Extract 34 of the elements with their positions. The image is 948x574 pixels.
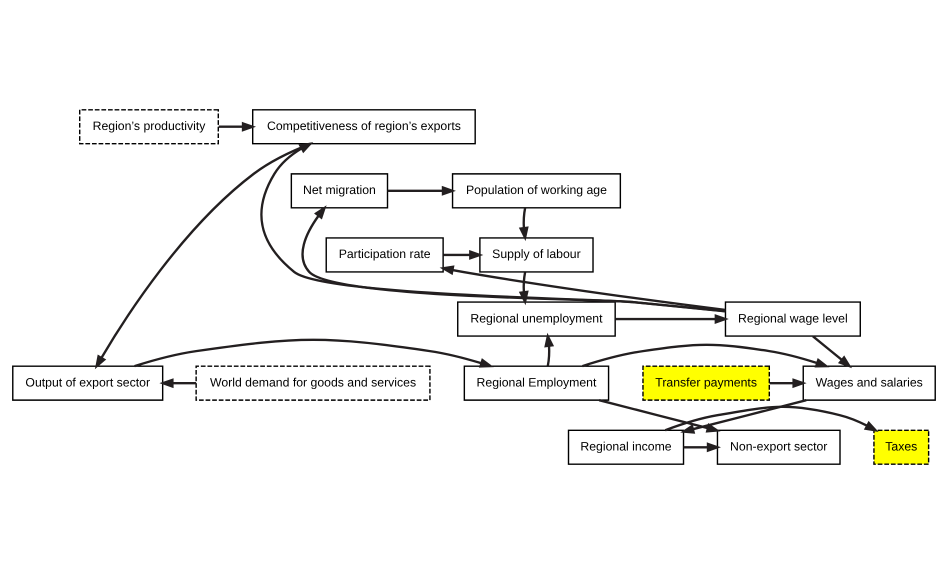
arrow bbox=[440, 265, 726, 312]
arrow bbox=[134, 338, 494, 368]
arrow bbox=[260, 142, 726, 312]
arrow bbox=[218, 122, 256, 132]
arrow bbox=[301, 205, 726, 312]
arrow bbox=[770, 378, 807, 388]
arrow bbox=[615, 314, 729, 324]
node-box: Regional wage level bbox=[724, 301, 861, 337]
node-box: Output of export sector bbox=[12, 365, 164, 401]
arrow bbox=[684, 442, 721, 452]
arrow bbox=[544, 332, 554, 366]
node-box: Net migration bbox=[290, 173, 388, 209]
arrow bbox=[812, 335, 852, 368]
node-box: Regional income bbox=[568, 430, 684, 465]
node-box: Population of working age bbox=[452, 173, 622, 209]
arrow bbox=[582, 344, 830, 368]
arrow bbox=[680, 399, 807, 434]
node-box: Regional Employment bbox=[464, 365, 610, 401]
node-box: Region’s productivity bbox=[79, 109, 219, 144]
node-box: Transfer payments bbox=[642, 365, 770, 401]
arrow bbox=[388, 186, 456, 196]
arrow bbox=[664, 406, 879, 432]
node-box: Wages and salaries bbox=[802, 365, 936, 401]
arrow bbox=[518, 208, 529, 242]
arrow bbox=[159, 378, 196, 388]
node-box: Taxes bbox=[873, 430, 930, 465]
node-box: World demand for goods and services bbox=[195, 365, 431, 401]
node-box: Non-export sector bbox=[716, 430, 841, 465]
node-box: Competitiveness of region’s exports bbox=[252, 109, 476, 144]
node-box: Supply of labour bbox=[479, 237, 594, 273]
node-box: Participation rate bbox=[326, 237, 444, 273]
node-box: Regional unemployment bbox=[457, 301, 616, 337]
arrow bbox=[443, 250, 484, 260]
arrow bbox=[598, 399, 721, 433]
